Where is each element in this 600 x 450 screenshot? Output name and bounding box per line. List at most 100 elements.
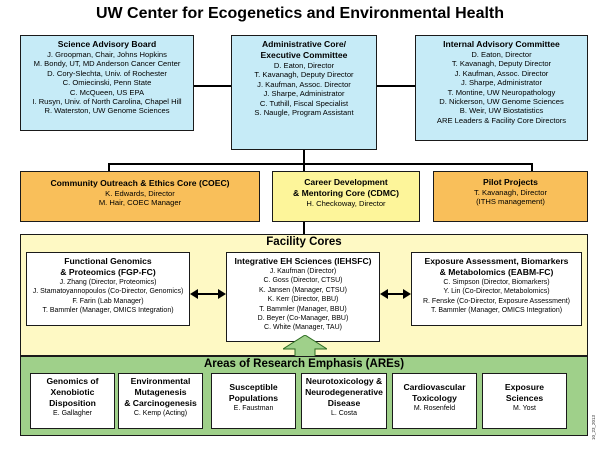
are-title: Mutagenesis <box>134 387 187 397</box>
sab-line: R. Waterston, UW Genome Sciences <box>44 106 170 116</box>
are-mutagenesis-box: Environmental Mutagenesis & Carcinogenes… <box>118 373 203 429</box>
iac-line: B. Weir, UW Biostatistics <box>459 106 544 116</box>
connector-sab-admin <box>194 85 231 87</box>
sab-heading: Science Advisory Board <box>57 39 157 49</box>
eabm-line: Y. Lin (Co-Director, Metabolomics) <box>443 288 550 296</box>
fgp-line: F. Farin (Lab Manager) <box>72 297 144 305</box>
are-title: & Carcinogenesis <box>124 398 197 408</box>
are-title: Disposition <box>49 398 96 408</box>
are-leader: E. Faustman <box>233 405 274 412</box>
eabm-line: C. Simpson (Director, Biomarkers) <box>443 279 550 286</box>
iehsfc-line: D. Beyer (Co-Manager, BBU) <box>257 315 349 323</box>
are-cardio-box: Cardiovascular Toxicology M. Rosenfeld <box>392 373 477 429</box>
iehsfc-line: T. Bammler (Manager, BBU) <box>259 305 347 313</box>
sab-line: M. Bondy, UT, MD Anderson Cancer Center <box>33 59 181 69</box>
coec-line: K. Edwards, Director <box>105 189 175 198</box>
coec-box: Community Outreach & Ethics Core (COEC) … <box>20 171 260 222</box>
sab-line: C. Omiecinski, Penn State <box>62 78 152 88</box>
iehsfc-line: C. Goss (Director, CTSU) <box>263 277 343 285</box>
are-title: Exposure <box>504 382 545 392</box>
are-title: Susceptible <box>229 382 278 392</box>
are-leader: E. Gallagher <box>53 410 92 417</box>
are-leader: C. Kemp (Acting) <box>133 410 188 417</box>
fgp-line: T. Bammler (Manager, OMICS Integration) <box>42 307 174 315</box>
ares-heading: Areas of Research Emphasis (AREs) <box>203 358 405 370</box>
are-leader: L. Costa <box>330 410 358 417</box>
eabm-line: T. Bammler (Manager, OMICS Integration) <box>430 307 563 315</box>
connector-horizontal-bar <box>108 163 532 165</box>
sab-line: D. Cory-Slechta, Univ. of Rochester <box>47 68 167 78</box>
are-title: Sciences <box>505 393 544 403</box>
connector-coec <box>108 163 110 171</box>
up-arrow-icon <box>283 335 327 361</box>
admin-heading: Executive Committee <box>260 50 348 60</box>
fgp-fc-box: Functional Genomics & Proteomics (FGP-FC… <box>26 252 190 326</box>
cdmc-line: H. Checkoway, Director <box>306 199 386 208</box>
fgp-line: J. Stamatoyannopoulos (Co-Director, Geno… <box>32 288 184 296</box>
iac-line: T. Montine, UW Neuropathology <box>447 87 556 97</box>
science-advisory-board-box: Science Advisory Board J. Groopman, Chai… <box>20 35 194 131</box>
cdmc-heading: & Mentoring Core (CDMC) <box>293 188 399 198</box>
are-genomics-box: Genomics of Xenobiotic Disposition E. Ga… <box>30 373 115 429</box>
admin-line: J. Kaufman, Assoc. Director <box>257 79 351 89</box>
iehsfc-line: J. Kaufman (Director) <box>269 268 337 275</box>
are-title: Environmental <box>130 376 191 386</box>
admin-heading: Administrative Core/ <box>261 39 347 49</box>
are-leader: M. Yost <box>513 405 536 412</box>
iac-line: J. Kaufman, Assoc. Director <box>454 68 549 78</box>
pilot-projects-box: Pilot Projects T. Kavanagh, Director (IT… <box>433 171 588 222</box>
coec-line: M. Hair, COEC Manager <box>98 198 182 208</box>
fgp-line: J. Zhang (Director, Proteomics) <box>59 279 157 286</box>
iehsfc-line: C. White (Manager, TAU) <box>264 324 342 332</box>
cdmc-heading: Career Development <box>304 177 388 187</box>
are-neurotox-box: Neurotoxicology & Neurodegenerative Dise… <box>301 373 387 429</box>
connector-admin-iac <box>377 85 415 87</box>
iehsfc-heading: Integrative EH Sciences (IEHSFC) <box>234 256 372 266</box>
are-title: Genomics of <box>46 376 99 386</box>
eabm-line: R. Fenske (Co-Director, Exposure Assessm… <box>422 297 571 305</box>
iac-line: ARE Leaders & Facility Core Directors <box>436 115 567 125</box>
admin-line: J. Sharpe, Administrator <box>263 89 345 99</box>
iehsfc-line: K. Kerr (Director, BBU) <box>267 296 339 304</box>
are-exposure-box: Exposure Sciences M. Yost <box>482 373 567 429</box>
pilot-line: (ITHS management) <box>476 197 545 207</box>
sab-line: C. McQueen, US EPA <box>69 87 145 97</box>
iac-line: J. Sharpe, Administrator <box>460 78 543 88</box>
administrative-core-box: Administrative Core/ Executive Committee… <box>231 35 377 150</box>
pilot-heading: Pilot Projects <box>483 177 538 187</box>
pilot-line: T. Kavanagh, Director <box>473 188 548 197</box>
are-title: Cardiovascular <box>403 382 466 392</box>
are-title: Populations <box>228 393 279 403</box>
are-title: Xenobiotic <box>50 387 95 397</box>
eabm-fc-box: Exposure Assessment, Biomarkers & Metabo… <box>411 252 582 326</box>
sab-line: I. Rusyn, Univ. of North Carolina, Chape… <box>32 97 182 107</box>
are-leader: M. Rosenfeld <box>413 405 456 412</box>
coec-heading: Community Outreach & Ethics Core (COEC) <box>50 178 230 188</box>
eabm-heading: & Metabolomics (EABM-FC) <box>439 267 554 277</box>
connector-to-facility <box>303 222 305 234</box>
iehsfc-box: Integrative EH Sciences (IEHSFC) J. Kauf… <box>226 252 380 342</box>
admin-line: S. Naugle, Program Assistant <box>254 108 354 118</box>
arrow-iehsfc-eabm <box>380 289 411 299</box>
are-title: Neurodegenerative <box>305 387 383 397</box>
iac-line: D. Nickerson, UW Genome Sciences <box>439 97 564 107</box>
admin-line: C. Tuthill, Fiscal Specialist <box>259 98 349 108</box>
are-title: Neurotoxicology & <box>305 376 383 386</box>
are-title: Toxicology <box>412 393 457 403</box>
page-title: UW Center for Ecogenetics and Environmen… <box>95 5 505 22</box>
fgp-heading: Functional Genomics <box>64 256 152 266</box>
are-title: Disease <box>327 398 361 408</box>
iehsfc-line: K. Jansen (Manager, CTSU) <box>259 286 347 294</box>
connector-admin-down <box>303 150 305 164</box>
admin-line: T. Kavanagh, Deputy Director <box>254 70 354 80</box>
internal-advisory-committee-box: Internal Advisory Committee D. Eaton, Di… <box>415 35 588 141</box>
iac-line: T. Kavanagh, Deputy Director <box>451 59 552 69</box>
facility-cores-heading: Facility Cores <box>266 236 342 248</box>
are-susceptible-box: Susceptible Populations E. Faustman <box>211 373 296 429</box>
admin-line: D. Eaton, Director <box>273 61 335 70</box>
sab-line: J. Groopman, Chair, Johns Hopkins <box>47 50 167 59</box>
arrow-fgp-iehsfc <box>190 289 226 299</box>
connector-pilot <box>531 163 533 171</box>
date-mark: 10_23_2013 <box>591 414 596 440</box>
fgp-heading: & Proteomics (FGP-FC) <box>60 267 156 277</box>
